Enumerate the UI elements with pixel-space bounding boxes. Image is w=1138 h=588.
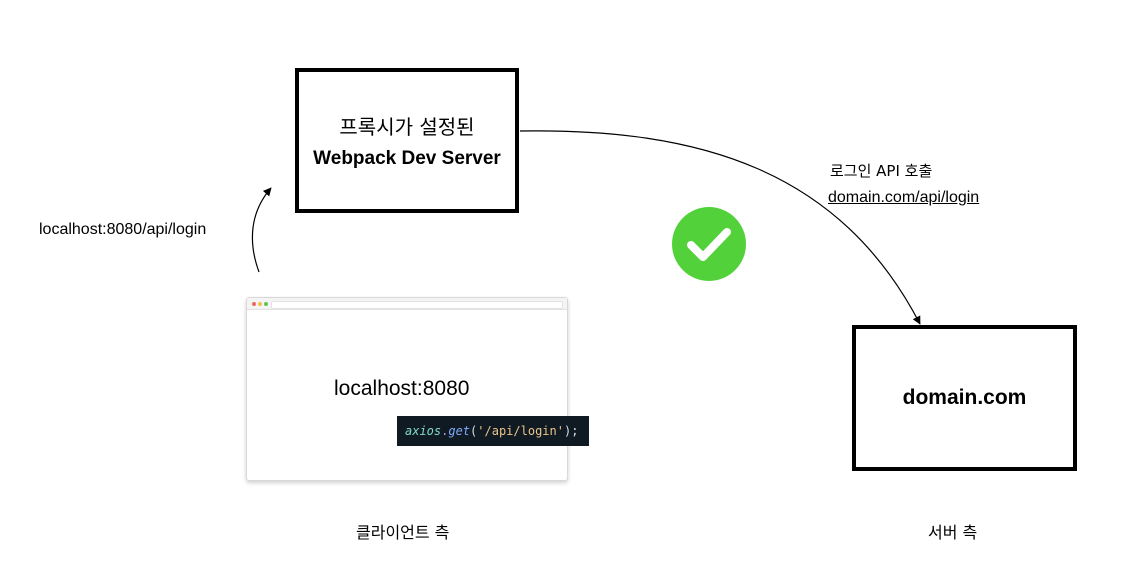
login-api-url: domain.com/api/login — [828, 189, 980, 206]
server-side-label: 서버 측 — [928, 523, 978, 542]
proxy-box-subtitle: Webpack Dev Server — [313, 148, 501, 169]
code-open-paren: ( — [470, 424, 478, 438]
code-argument: '/api/login' — [477, 424, 564, 438]
browser-window: localhost:8080 — [246, 297, 568, 481]
browser-host-label: localhost:8080 — [334, 377, 470, 400]
client-request-url: localhost:8080/api/login — [39, 221, 207, 238]
proxy-to-server-arrow — [519, 130, 921, 325]
browser-titlebar — [247, 298, 567, 310]
minimize-dot-icon — [258, 301, 262, 306]
close-dot-icon — [252, 301, 256, 306]
server-box: domain.com — [852, 325, 1077, 471]
code-snippet: axios.get('/api/login'); — [397, 416, 589, 446]
browser-url-bar — [271, 300, 563, 309]
check-circle-icon — [672, 207, 746, 281]
client-to-proxy-arrow — [251, 187, 272, 273]
webpack-dev-server-box: 프록시가 설정된 Webpack Dev Server — [295, 68, 519, 213]
code-method: get — [448, 424, 471, 438]
code-close: ); — [563, 424, 579, 438]
maximize-dot-icon — [264, 301, 268, 306]
server-box-label: domain.com — [902, 386, 1027, 409]
code-object: axios — [405, 424, 442, 438]
proxy-box-title: 프록시가 설정된 — [339, 115, 475, 139]
client-side-label: 클라이언트 측 — [356, 523, 450, 542]
code-dot: . — [441, 424, 449, 438]
login-api-caption: 로그인 API 호출 — [830, 162, 933, 180]
